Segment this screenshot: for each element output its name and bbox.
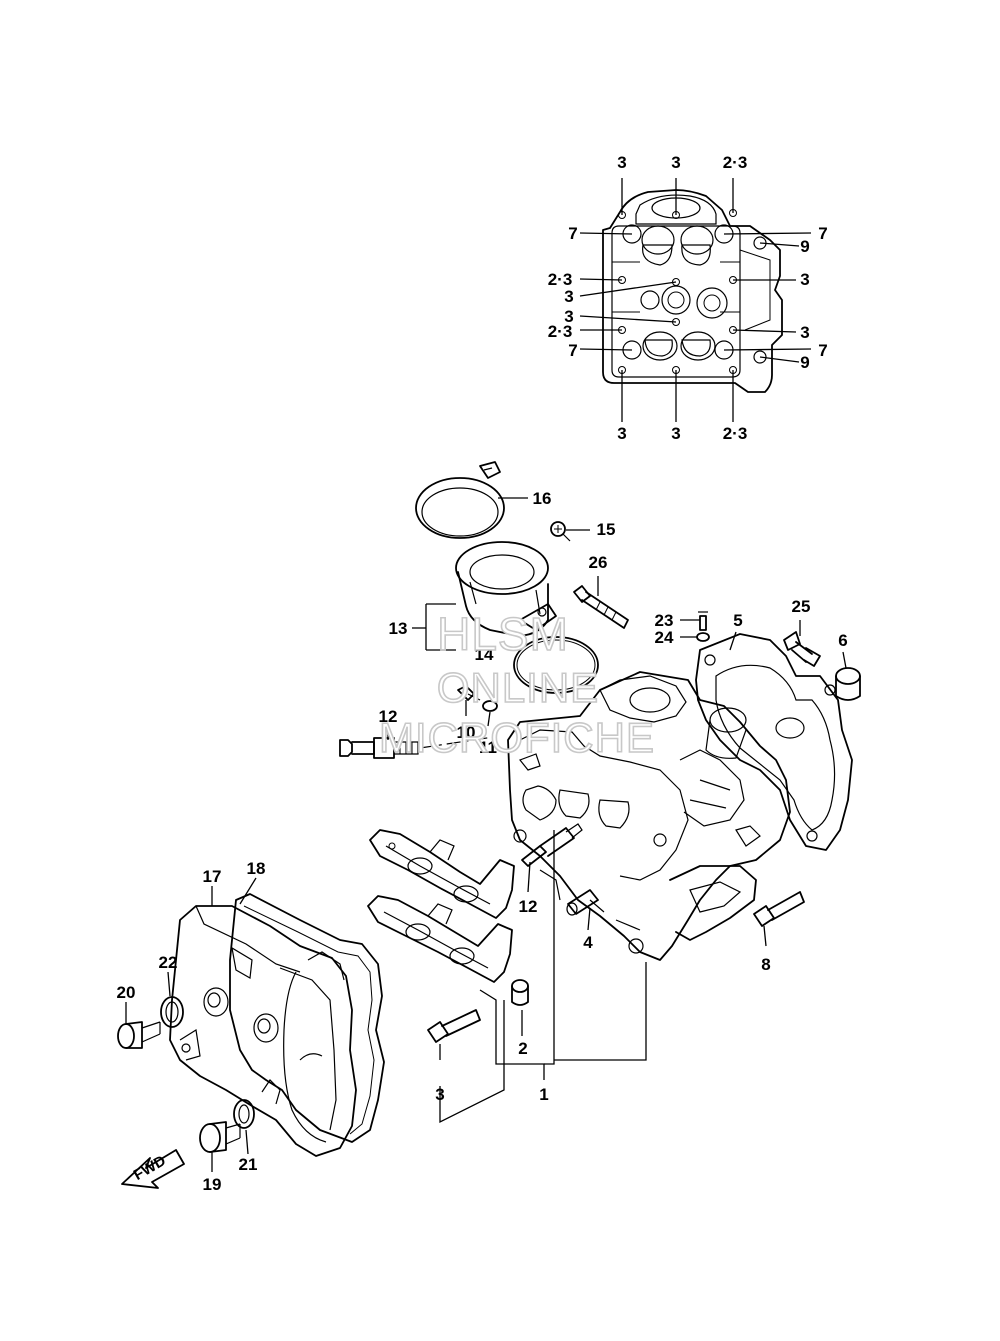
callout-2-3: 2·3 — [548, 270, 573, 289]
callout-6: 6 — [838, 631, 847, 650]
callout-9: 9 — [800, 353, 809, 372]
exploded-view-labels: 16 15 26 13 14 23 24 5 25 6 12 10 11 12 … — [117, 489, 848, 1194]
callout-16: 16 — [533, 489, 552, 508]
camshaft-housing-upper — [369, 829, 515, 919]
callout-2-3: 2·3 — [723, 153, 748, 172]
callout-21: 21 — [239, 1155, 258, 1174]
camshaft-housing-lower — [367, 895, 513, 983]
cover-bolt-20 — [117, 1021, 161, 1049]
callout-26: 26 — [589, 553, 608, 572]
callout-3: 3 — [800, 270, 809, 289]
dowel — [511, 979, 529, 1006]
callout-14: 14 — [475, 645, 494, 664]
callout-12: 12 — [519, 897, 538, 916]
callout-1: 1 — [539, 1085, 548, 1104]
callout-3: 3 — [800, 323, 809, 342]
head-gasket — [695, 633, 853, 851]
callout-12: 12 — [379, 707, 398, 726]
bolt-26 — [573, 585, 629, 629]
callout-8: 8 — [761, 955, 770, 974]
callout-7: 7 — [568, 224, 577, 243]
seal-ring-21 — [233, 1099, 255, 1129]
cylinder-head — [507, 671, 791, 961]
callout-3: 3 — [435, 1085, 444, 1104]
watermark: HLSM ONLINE MICROFICHE — [378, 607, 655, 762]
callout-5: 5 — [733, 611, 742, 630]
callout-7: 7 — [818, 341, 827, 360]
bolt-8 — [753, 891, 805, 927]
callout-3: 3 — [617, 424, 626, 443]
bleed-valve — [696, 611, 710, 642]
callout-3: 3 — [671, 153, 680, 172]
callout-18: 18 — [247, 859, 266, 878]
callout-7: 7 — [568, 341, 577, 360]
callout-9: 9 — [800, 237, 809, 256]
callout-2-3: 2·3 — [723, 424, 748, 443]
callout-24: 24 — [655, 628, 674, 647]
intake-pipe — [455, 541, 557, 637]
cover-gasket — [229, 893, 385, 1143]
callout-2-3: 2·3 — [548, 322, 573, 341]
callout-23: 23 — [655, 611, 674, 630]
callout-11: 11 — [479, 738, 497, 757]
top-view-labels: 3 3 2·3 7 2·3 3 3 2·3 7 9 7 3 3 7 9 3 3 … — [548, 153, 828, 443]
callout-7: 7 — [818, 224, 827, 243]
callout-20: 20 — [117, 983, 136, 1002]
callout-17: 17 — [203, 867, 222, 886]
callout-10: 10 — [457, 723, 476, 742]
callout-25: 25 — [792, 597, 811, 616]
callout-3: 3 — [617, 153, 626, 172]
top-view-leaders — [579, 178, 812, 422]
watermark-line-3: MICROFICHE — [379, 714, 655, 761]
callout-3: 3 — [564, 307, 573, 326]
drain-plug — [457, 685, 498, 712]
callout-22: 22 — [159, 953, 178, 972]
sleeve — [566, 889, 599, 916]
hose-clamp — [415, 461, 505, 539]
bolt-3 — [427, 1009, 481, 1043]
o-ring — [513, 636, 599, 694]
bolt-25 — [783, 631, 821, 667]
cylinder-head-cover — [169, 905, 357, 1157]
cylinder-head-top-view — [602, 189, 783, 393]
seal-ring-22 — [160, 996, 184, 1028]
exploded-view-leaders — [125, 497, 847, 1172]
callout-3: 3 — [564, 287, 573, 306]
callout-19: 19 — [203, 1175, 222, 1194]
screw — [550, 521, 571, 542]
watermark-line-1: HLSM — [437, 608, 569, 660]
cover-bolt-19 — [199, 1121, 241, 1153]
callout-15: 15 — [597, 520, 616, 539]
callout-3: 3 — [671, 424, 680, 443]
watermark-line-2: ONLINE — [437, 664, 599, 711]
callout-13: 13 — [389, 619, 408, 638]
spark-plug-upper — [339, 735, 501, 759]
dowel-pin — [835, 667, 861, 701]
callout-4: 4 — [583, 933, 593, 952]
fwd-direction-arrow: FWD — [121, 1149, 185, 1189]
callout-2: 2 — [518, 1039, 527, 1058]
spark-plug-lower — [521, 823, 583, 867]
